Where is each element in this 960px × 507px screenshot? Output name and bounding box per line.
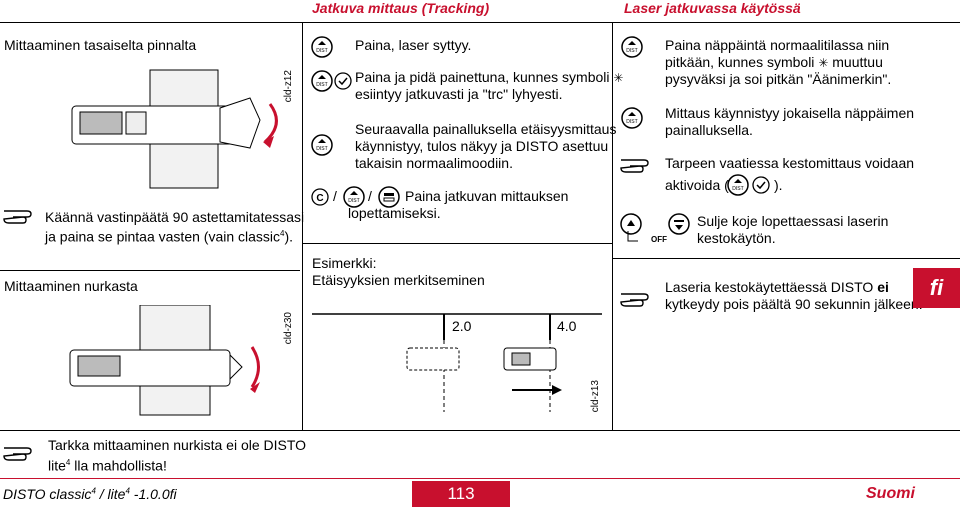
svg-text:DIST: DIST (626, 119, 637, 125)
tracking-symbol-icon: ✳ (613, 71, 624, 85)
dist-button-icon: DIST (343, 186, 365, 208)
check-button-icon (334, 72, 352, 90)
plus-button-icon (620, 213, 642, 235)
footer-product: DISTO classic4 / lite4 -1.0.0fi (3, 486, 177, 502)
p4-line2: kestokäytön. (697, 230, 776, 246)
svg-text:C: C (316, 193, 323, 204)
p5-line2: kytkeydy pois päältä 90 sekunnin jälkeen… (665, 296, 923, 312)
p2-line2: painalluksella. (665, 122, 753, 138)
pointing-hand-icon (620, 159, 649, 173)
step-stop-line2: lopettamiseksi. (348, 205, 441, 221)
dist-button-icon: DIST (621, 107, 643, 129)
off-label: OFF (651, 235, 667, 244)
pointing-hand-icon (3, 210, 32, 224)
example-text: Etäisyyksien merkitseminen (312, 272, 485, 288)
image-code-2: cld-z30 (283, 312, 294, 345)
mark-value-1: 2.0 (452, 318, 472, 334)
dist-button-icon: DIST (621, 36, 643, 58)
page-number: 113 (412, 481, 510, 507)
step-hold-line1: Paina ja pidä painettuna, kunnes symboli… (355, 69, 624, 85)
dist-button-icon: DIST (311, 134, 333, 156)
check-button-icon (752, 176, 770, 194)
svg-text:DIST: DIST (626, 48, 637, 54)
column-title-tracking: Jatkuva mittaus (Tracking) (312, 0, 490, 16)
svg-text:DIST: DIST (732, 186, 743, 192)
svg-text:DIST: DIST (316, 48, 327, 54)
right-divider (613, 258, 960, 259)
p1-line3: pysyväksi ja soi pitkän "Äänimerkin". (665, 71, 892, 87)
step-laser-on: Paina, laser syttyy. (355, 37, 472, 53)
bottom-rule (0, 430, 960, 431)
bottom-note-line1: Tarkka mittaaminen nurkista ei ole DISTO (48, 437, 307, 453)
dist-button-icon: DIST (311, 36, 333, 58)
p3-line1: Tarpeen vaatiessa kestomittaus voidaan (665, 155, 915, 171)
column-title-laser-continuous: Laser jatkuvassa käytössä (624, 0, 801, 16)
p1-line1: Paina näppäintä normaalitilassa niin (665, 37, 890, 53)
minus-button-icon (668, 213, 690, 235)
bottom-note-line2: lite4 lla mahdollista! (48, 457, 167, 474)
language-badge: fi (913, 268, 960, 308)
step-stop-sep1: / (333, 188, 337, 204)
step-next-line1: Seuraavalla painalluksella etäisyysmitta… (355, 121, 617, 137)
p3-line2a: aktivoida ( (665, 177, 729, 193)
p5-line1: Laseria kestokäytettäessä DISTO ei (665, 279, 889, 295)
section-title-flat: Mittaaminen tasaiselta pinnalta (4, 37, 197, 53)
svg-text:DIST: DIST (348, 198, 359, 204)
illustration-flat-surface (71, 69, 278, 189)
illustration-marking (312, 313, 602, 412)
column-separator-2 (612, 22, 613, 430)
section-title-corner: Mittaaminen nurkasta (4, 278, 138, 294)
step-hold-line2: esiintyy jatkuvasti ja "trc" lyhyesti. (355, 86, 563, 102)
clear-button-icon: C (311, 188, 329, 206)
note-flat-line2: ja paina se pintaa vasten (vain classic4… (45, 228, 294, 245)
step-next-line3: takaisin normaalimoodiin. (355, 155, 513, 171)
middle-divider (303, 243, 612, 244)
pointing-hand-icon (3, 447, 32, 461)
illustration-corner (69, 305, 260, 416)
left-divider (0, 270, 300, 271)
header-rule (0, 22, 960, 23)
dist-button-icon: DIST (727, 174, 749, 196)
footer-rule (0, 478, 960, 479)
p3-line2b: ). (774, 177, 783, 193)
p2-line1: Mittaus käynnistyy jokaisella näppäimen (665, 105, 915, 121)
step-next-line2: käynnistyy, tulos näkyy ja DISTO asettuu (355, 138, 609, 154)
menu-button-icon (378, 186, 400, 208)
column-separator-1 (302, 22, 303, 430)
bracket-icon (627, 231, 638, 242)
image-code-1: cld-z12 (283, 70, 294, 103)
footer-language: Suomi (866, 485, 915, 502)
svg-text:DIST: DIST (316, 146, 327, 152)
svg-text:DIST: DIST (316, 82, 327, 88)
note-flat-line1: Käännä vastinpäätä 90 astettamitatessasi (45, 209, 305, 225)
pointing-hand-icon (620, 293, 649, 307)
mark-value-2: 4.0 (557, 318, 577, 334)
step-stop-line1: Paina jatkuvan mittauksen (405, 188, 569, 204)
tracking-symbol-icon: ✳ (818, 56, 829, 70)
image-code-3: cld-z13 (590, 380, 601, 413)
example-label: Esimerkki: (312, 255, 377, 271)
p1-line2: pitkään, kunnes symboli ✳ muuttuu (665, 54, 883, 70)
dist-button-icon: DIST (311, 70, 333, 92)
p4-line1: Sulje koje lopettaessasi laserin (697, 213, 889, 229)
step-stop-sep2: / (368, 188, 372, 204)
